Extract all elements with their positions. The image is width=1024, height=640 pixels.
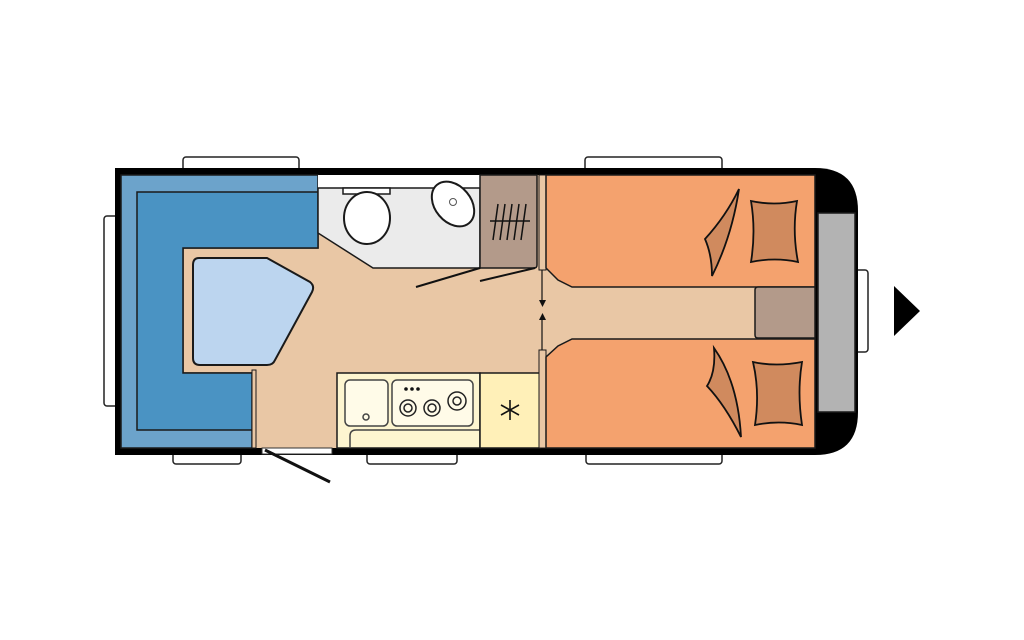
- wardrobe-door-swing: [479, 267, 536, 282]
- bed-right: [545, 338, 816, 449]
- pillow-triangle-icon: [703, 188, 740, 277]
- toilet-icon: [343, 191, 391, 245]
- step: [754, 286, 816, 339]
- bed-left: [545, 174, 816, 288]
- sink-drain-icon: [362, 413, 370, 421]
- sink-icon: [344, 379, 389, 427]
- pillow-square-icon: [751, 360, 804, 427]
- dinette-divider: [251, 369, 257, 449]
- bathroom-door-swing: [415, 267, 481, 288]
- hob-knobs-icon: [404, 387, 420, 391]
- partition-wall-bottom: [538, 349, 547, 449]
- dinette-table: [192, 257, 315, 366]
- pillow-square-icon: [749, 199, 800, 264]
- counter-lower-shelf: [349, 429, 480, 448]
- washbasin-icon: [430, 180, 476, 228]
- snowflake-icon: [500, 400, 520, 420]
- hanger-rail-icon: [490, 203, 530, 241]
- entrance-door: [264, 448, 331, 484]
- arrow-up-icon: [539, 313, 546, 320]
- pillow-triangle-icon: [705, 344, 742, 438]
- triangle-right-icon: [894, 286, 920, 336]
- entrance-door-gap: [261, 447, 333, 455]
- arrow-down-icon: [539, 300, 546, 307]
- front-storage-box: [817, 212, 856, 413]
- washbasin-drain-icon: [449, 198, 457, 206]
- partition-wall-top: [538, 174, 547, 271]
- burners-icon: [399, 391, 467, 417]
